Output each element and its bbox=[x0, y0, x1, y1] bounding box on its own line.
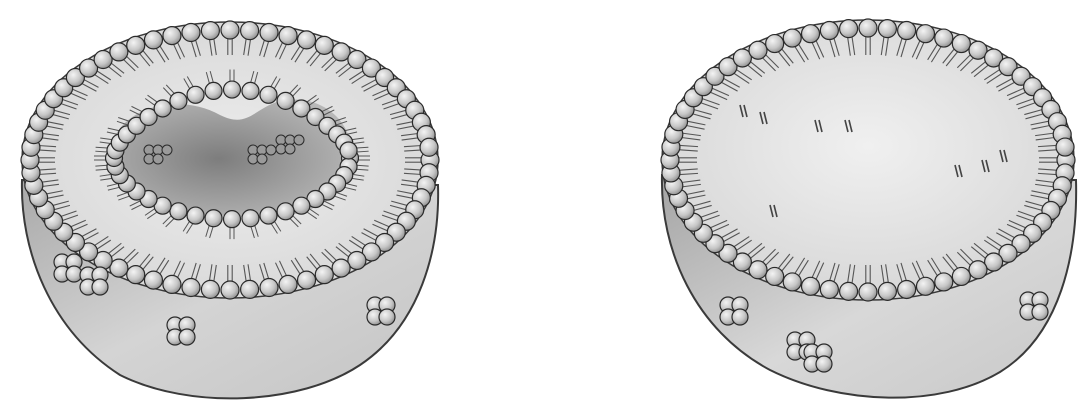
lipid-head bbox=[127, 266, 145, 284]
lipid-head bbox=[916, 25, 934, 43]
lipid-head bbox=[277, 203, 294, 220]
lipid-head bbox=[257, 154, 267, 164]
lipid-head bbox=[298, 271, 316, 289]
lipid-head bbox=[260, 23, 278, 41]
lipid-head bbox=[802, 25, 820, 43]
multilamellar-vesicle-drawing bbox=[0, 0, 460, 412]
lipid-head bbox=[916, 277, 934, 295]
lipid-head bbox=[859, 283, 877, 301]
lipid-head bbox=[315, 266, 333, 284]
lipid-head bbox=[153, 154, 163, 164]
lipid-head bbox=[766, 35, 784, 53]
lipid-head bbox=[732, 309, 748, 325]
lipid-head bbox=[952, 35, 970, 53]
lipid-head bbox=[241, 280, 259, 298]
lipid-head bbox=[820, 22, 838, 40]
lipid-head bbox=[144, 31, 162, 49]
lipid-head bbox=[766, 267, 784, 285]
lipid-head bbox=[859, 19, 877, 37]
lipid-head bbox=[179, 329, 195, 345]
lipid-head bbox=[315, 36, 333, 54]
lipid-head bbox=[170, 92, 187, 109]
lipid-head bbox=[285, 144, 295, 154]
lipid-head bbox=[935, 29, 953, 47]
lipid-head bbox=[163, 275, 181, 293]
lipid-head bbox=[294, 135, 304, 145]
lipid-head bbox=[266, 145, 276, 155]
lipid-head bbox=[163, 27, 181, 45]
lipid-head bbox=[241, 22, 259, 40]
lipid-head bbox=[92, 279, 108, 295]
lipid-head bbox=[221, 21, 239, 39]
lipid-head bbox=[187, 207, 204, 224]
lipid-head bbox=[242, 210, 259, 227]
lipid-head bbox=[898, 280, 916, 298]
lipid-head bbox=[420, 138, 438, 156]
lipid-head bbox=[242, 82, 259, 99]
lipid-head bbox=[952, 267, 970, 285]
lipid-head bbox=[840, 20, 858, 38]
lipid-head bbox=[293, 197, 310, 214]
lipid-head bbox=[162, 145, 172, 155]
lipid-head bbox=[878, 282, 896, 300]
lipid-head bbox=[205, 82, 222, 99]
lipid-head bbox=[154, 100, 171, 117]
lipid-head bbox=[816, 356, 832, 372]
lipid-head bbox=[187, 86, 204, 103]
multilamellar-vesicle-panel bbox=[0, 0, 460, 412]
lipid-head bbox=[182, 23, 200, 41]
lipid-head bbox=[127, 36, 145, 54]
lipid-head bbox=[221, 281, 239, 299]
lipid-head bbox=[340, 142, 357, 159]
lipid-head bbox=[878, 20, 896, 38]
lipid-head bbox=[182, 279, 200, 297]
lipid-head bbox=[260, 86, 277, 103]
lipid-head bbox=[170, 203, 187, 220]
lipid-head bbox=[144, 271, 162, 289]
lipid-head bbox=[1056, 138, 1074, 156]
lipid-head bbox=[898, 22, 916, 40]
lipid-head bbox=[802, 277, 820, 295]
lipid-head bbox=[783, 29, 801, 47]
lipid-head bbox=[279, 275, 297, 293]
lipid-head bbox=[935, 273, 953, 291]
lipid-head bbox=[298, 31, 316, 49]
lipid-head bbox=[332, 259, 350, 277]
lipid-head bbox=[260, 207, 277, 224]
lipid-head bbox=[749, 41, 767, 59]
unilamellar-vesicle-panel bbox=[640, 0, 1081, 412]
lipid-head bbox=[969, 261, 987, 279]
lipid-head bbox=[224, 81, 241, 98]
lipid-head bbox=[260, 279, 278, 297]
lipid-head bbox=[224, 211, 241, 228]
lipid-head bbox=[201, 280, 219, 298]
lipid-head bbox=[279, 27, 297, 45]
lipid-head bbox=[205, 210, 222, 227]
unilamellar-vesicle-drawing bbox=[640, 0, 1081, 412]
lipid-head bbox=[783, 273, 801, 291]
lipid-head bbox=[840, 282, 858, 300]
lipid-head bbox=[110, 43, 128, 61]
lipid-head bbox=[201, 22, 219, 40]
lipid-head bbox=[820, 280, 838, 298]
lipid-head bbox=[1032, 304, 1048, 320]
lipid-head bbox=[379, 309, 395, 325]
lipid-head bbox=[277, 92, 294, 109]
